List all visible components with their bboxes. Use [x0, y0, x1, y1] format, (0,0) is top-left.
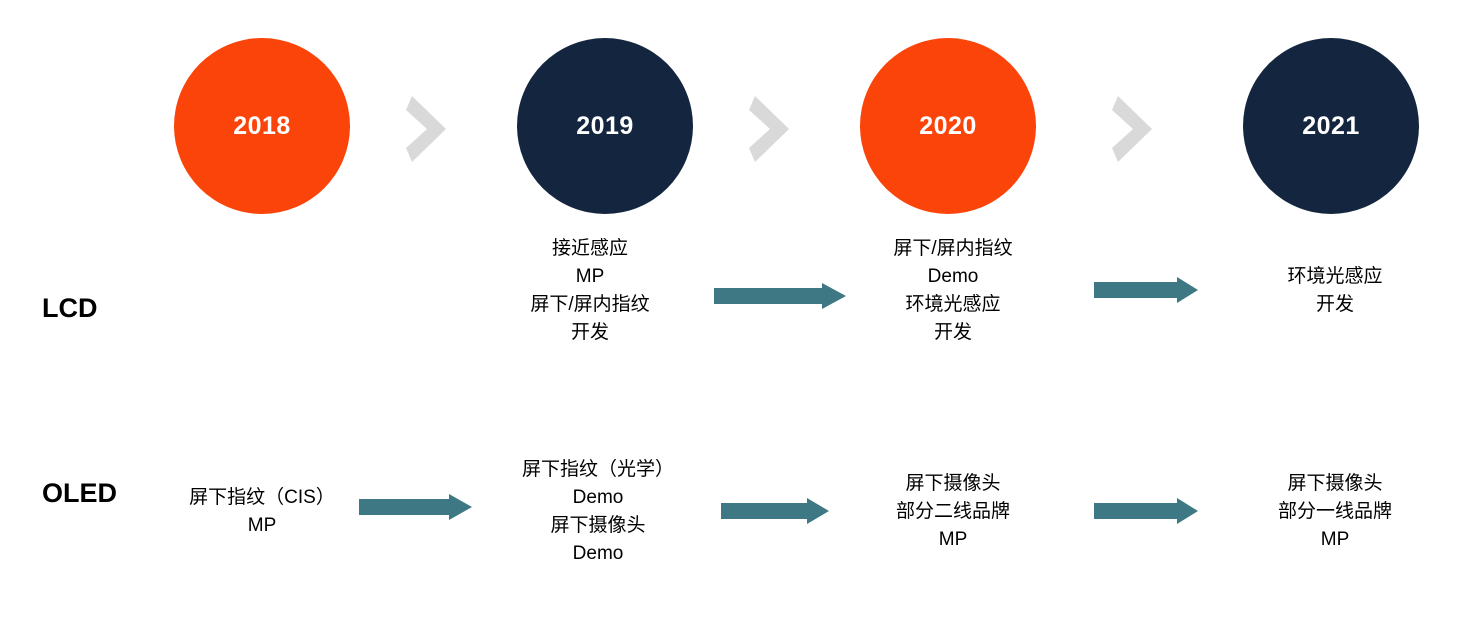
cell-text-line: 部分二线品牌	[895, 501, 1010, 522]
cell-text-line: Demo	[572, 543, 624, 564]
cell-text-line: 屏下摄像头	[550, 515, 646, 536]
cell-text-line: 部分一线品牌	[1277, 501, 1392, 522]
cell-text-line: 开发	[1315, 294, 1354, 315]
cell-text-line: 屏下指纹（光学）	[521, 459, 674, 480]
cell-text-line: MP	[575, 266, 605, 287]
lcd-cell-2020: 屏下/屏内指纹 Demo 环境光感应开发	[846, 235, 1060, 347]
row-label-lcd: LCD	[42, 293, 98, 323]
year-circle-2020: 2020	[860, 38, 1036, 214]
cell-text-line: 开发	[933, 322, 972, 343]
cell-text-line: MP	[1320, 529, 1350, 550]
row-label-oled: OLED	[42, 478, 118, 508]
cell-text-line: 屏下指纹（CIS）	[189, 487, 335, 508]
cell-text-line: 开发	[570, 322, 609, 343]
year-label: 2020	[919, 111, 977, 140]
flow-arrow-icon	[721, 498, 829, 524]
oled-cell-2019: 屏下指纹（光学） Demo 屏下摄像头 Demo	[483, 456, 713, 568]
year-label: 2019	[576, 111, 634, 140]
year-circle-2021: 2021	[1243, 38, 1419, 214]
cell-text-line: 环境光感应	[905, 294, 1001, 315]
oled-cell-2021: 屏下摄像头部分一线品牌 MP	[1228, 470, 1442, 554]
cell-text-line: 接近感应	[551, 238, 628, 259]
cell-text-line: Demo	[927, 266, 979, 287]
chevron-right-icon	[1112, 96, 1158, 162]
year-label: 2021	[1302, 111, 1360, 140]
cell-text-line: 屏下摄像头	[905, 473, 1001, 494]
year-label: 2018	[233, 111, 291, 140]
flow-arrow-icon	[1094, 498, 1198, 524]
cell-text-line: 环境光感应	[1287, 266, 1383, 287]
cell-text-line: Demo	[572, 487, 624, 508]
flow-arrow-icon	[1094, 277, 1198, 303]
lcd-cell-2019: 接近感应 MP 屏下/屏内指纹开发	[483, 235, 697, 347]
oled-cell-2020: 屏下摄像头部分二线品牌 MP	[846, 470, 1060, 554]
lcd-cell-2021: 环境光感应开发	[1228, 263, 1442, 319]
flow-arrow-icon	[714, 283, 846, 309]
flow-arrow-icon	[359, 494, 472, 520]
chevron-right-icon	[749, 96, 795, 162]
oled-cell-2018: 屏下指纹（CIS） MP	[150, 484, 374, 540]
cell-text-line: 屏下/屏内指纹	[530, 294, 650, 315]
year-circle-2018: 2018	[174, 38, 350, 214]
cell-text-line: MP	[938, 529, 968, 550]
cell-text-line: 屏下摄像头	[1287, 473, 1383, 494]
cell-text-line: 屏下/屏内指纹	[893, 238, 1013, 259]
chevron-right-icon	[406, 96, 452, 162]
year-circle-2019: 2019	[517, 38, 693, 214]
cell-text-line: MP	[247, 515, 277, 536]
